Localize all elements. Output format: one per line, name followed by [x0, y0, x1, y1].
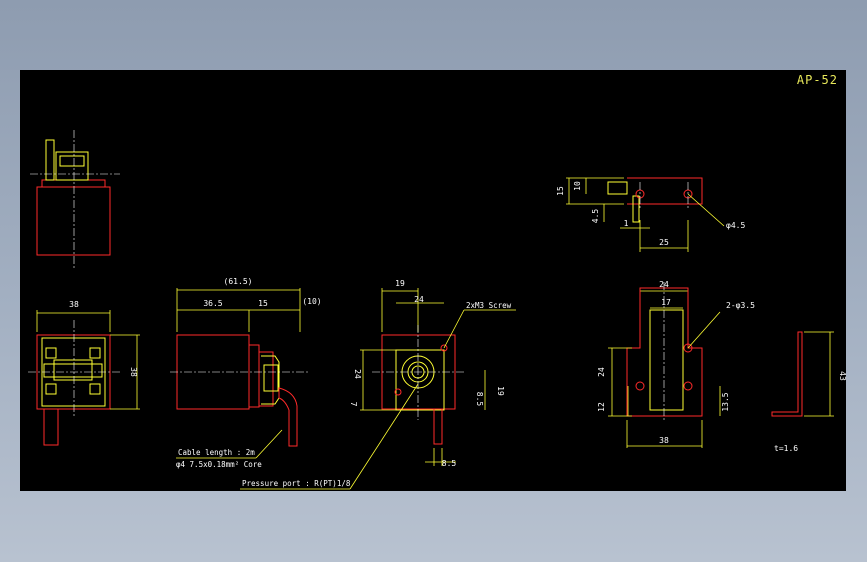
- note-screw: 2xM3 Screw: [466, 301, 512, 310]
- dim-bracket-holes: 2-φ3.5: [726, 301, 755, 310]
- front-view-sensor: 38 38: [28, 300, 140, 446]
- dim-side-fitting: 15: [258, 299, 268, 308]
- dim-bracket-h3: 13.5: [721, 392, 730, 411]
- dim-side-body: 36.5: [203, 299, 222, 308]
- dim-bracket-bottom: 38: [659, 436, 669, 445]
- dim-port-height: 24: [353, 369, 362, 379]
- annotations: 2xM3 Screw Cable length : 2m φ4 7.5x0.18…: [176, 301, 516, 490]
- dim-bracket-top-h1: 15: [556, 186, 565, 196]
- dim-bracket-top-t: 1: [624, 219, 629, 228]
- dim-bracket-thickness: t=1.6: [774, 444, 798, 453]
- note-cable-core: φ4 7.5x0.18mm² Core: [176, 460, 262, 469]
- dim-front-width: 38: [69, 300, 79, 309]
- dim-bracket-top-w: 25: [659, 238, 669, 247]
- port-view-sensor: 19 24 24 7 19 8.5 8.5: [349, 279, 505, 468]
- dim-bracket-top-h3: 4.5: [591, 209, 600, 224]
- technical-drawing: .o { stroke:#ff2a2a; fill:none; stroke-w…: [28, 130, 846, 490]
- dim-bracket-h1: 24: [597, 367, 606, 377]
- note-pressure-port: Pressure port : R(PT)1/8: [242, 479, 351, 488]
- dim-port-offset: 8.5: [475, 392, 484, 407]
- dim-side-cable: (10): [302, 297, 321, 306]
- dim-port-bottom: 8.5: [442, 459, 457, 468]
- dim-bracket-top-hole: φ4.5: [726, 221, 745, 230]
- bracket-front-view: 24 17 2-φ3.5 24 12 13.5 38: [597, 280, 755, 448]
- note-cable-length: Cable length : 2m: [178, 448, 255, 457]
- dim-bracket-top-h2: 10: [573, 181, 582, 191]
- bracket-side-view: 43 t=1.6: [771, 331, 846, 453]
- bracket-top-view: 15 10 4.5 1 25 φ4.5: [556, 177, 745, 252]
- side-view-sensor: (61.5) 36.5 15 (10): [170, 277, 322, 447]
- dim-port-top: 19: [395, 279, 405, 288]
- dim-bracket-w2: 17: [661, 298, 671, 307]
- dim-port-lower: 7: [349, 402, 358, 407]
- dim-port-width: 24: [414, 295, 424, 304]
- dim-port-right: 19: [496, 386, 505, 396]
- drawing-title: AP-52: [796, 73, 838, 87]
- top-view-sensor: [30, 130, 120, 268]
- cad-viewport[interactable]: AP-52 .o { stroke:#ff2a2a; fill:none; st…: [20, 70, 846, 491]
- dim-bracket-h2: 12: [597, 402, 606, 412]
- dim-front-height: 38: [129, 367, 138, 377]
- dim-side-overall: (61.5): [224, 277, 253, 286]
- dim-bracket-side-h: 43: [838, 371, 846, 381]
